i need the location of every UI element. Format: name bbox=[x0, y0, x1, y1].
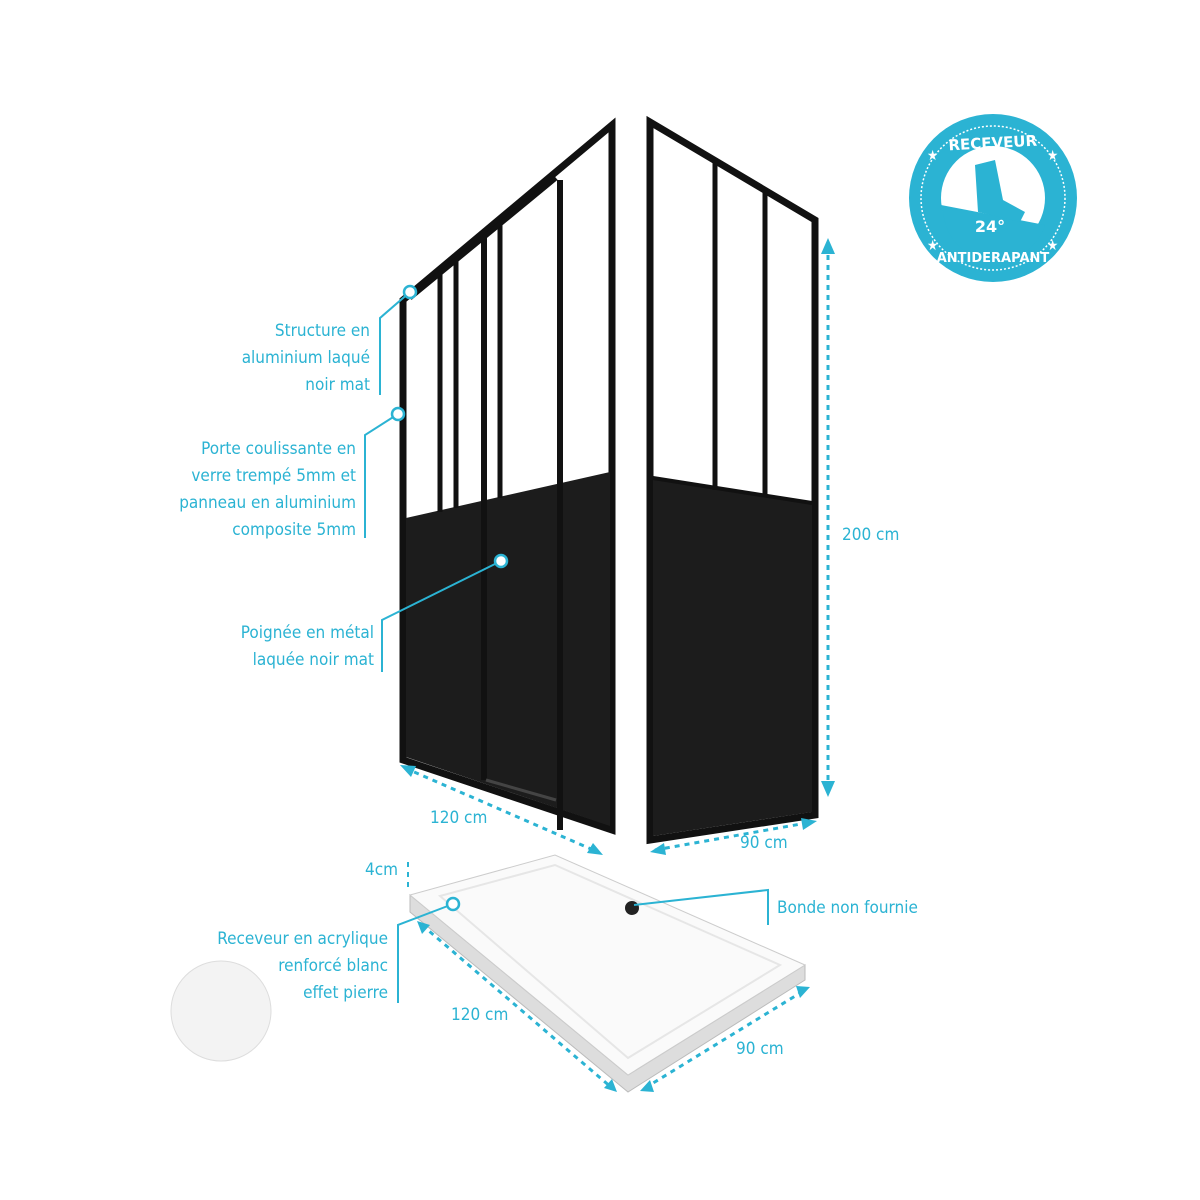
label-line: effet pierre bbox=[303, 983, 388, 1003]
dimension-arrowheads bbox=[400, 238, 835, 1092]
label-line: composite 5mm bbox=[232, 520, 356, 540]
side-panel bbox=[646, 115, 819, 845]
svg-text:★: ★ bbox=[1047, 148, 1058, 164]
antislip-badge-logo: RECEVEUR ANTIDERAPANT 24° ★ ★ ★ ★ bbox=[909, 114, 1077, 282]
dim-door-width: 120 cm bbox=[430, 808, 488, 828]
label-door: Porte coulissante en verre trempé 5mm et… bbox=[179, 436, 356, 544]
label-line: laquée noir mat bbox=[252, 650, 374, 670]
label-line: Receveur en acrylique bbox=[217, 929, 388, 949]
svg-text:ANTIDERAPANT: ANTIDERAPANT bbox=[937, 251, 1050, 266]
label-line: verre trempé 5mm et bbox=[191, 466, 356, 486]
dim-height: 200 cm bbox=[842, 525, 900, 545]
callout-dots bbox=[390, 284, 509, 912]
svg-text:24°: 24° bbox=[975, 217, 1005, 236]
stone-texture-sample bbox=[170, 960, 272, 1062]
svg-text:★: ★ bbox=[927, 148, 938, 164]
label-line: Porte coulissante en bbox=[201, 439, 356, 459]
label-handle: Poignée en métal laquée noir mat bbox=[241, 620, 374, 674]
dim-tray-height: 4cm bbox=[365, 860, 399, 880]
side-lower-panel bbox=[653, 478, 812, 836]
label-drain: Bonde non fournie bbox=[777, 898, 918, 918]
door-panel bbox=[399, 117, 616, 835]
dim-tray-length: 120 cm bbox=[451, 1005, 509, 1025]
label-line: aluminium laqué bbox=[241, 348, 370, 368]
label-line: noir mat bbox=[305, 375, 370, 395]
label-line: panneau en aluminium bbox=[179, 493, 356, 513]
svg-text:★: ★ bbox=[927, 238, 938, 254]
label-line: renforcé blanc bbox=[278, 956, 388, 976]
dim-tray-width: 90 cm bbox=[736, 1039, 784, 1059]
label-line: Poignée en métal bbox=[240, 623, 374, 643]
svg-text:RECEVEUR: RECEVEUR bbox=[948, 132, 1038, 155]
svg-text:★: ★ bbox=[1047, 238, 1058, 254]
dim-side-width: 90 cm bbox=[740, 833, 788, 853]
dimension-lines bbox=[404, 245, 830, 1090]
leader-lines bbox=[364, 291, 769, 1003]
label-line: Structure en bbox=[274, 321, 370, 341]
label-tray: Receveur en acrylique renforcé blanc eff… bbox=[217, 926, 388, 1007]
drain-hole bbox=[625, 901, 639, 915]
label-structure: Structure en aluminium laqué noir mat bbox=[242, 318, 370, 399]
